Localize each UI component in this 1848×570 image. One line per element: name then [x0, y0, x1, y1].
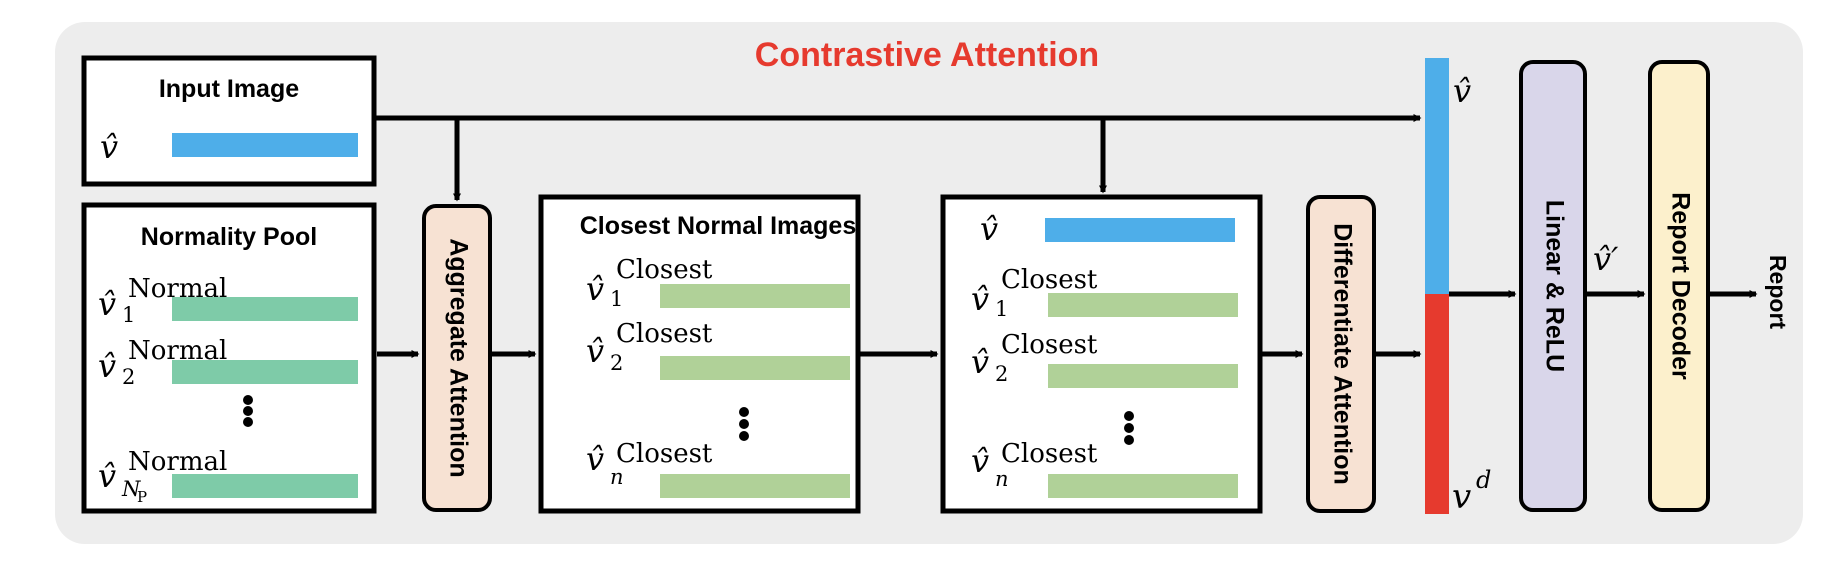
combined-sup-1: Closest [1001, 265, 1098, 295]
combined-features-box: v̂ v̂ Closest 1 v̂ Closest 2 v̂ Closest … [940, 194, 1263, 514]
report-decoder-block: Report Decoder [1648, 60, 1710, 512]
combined-top-var: v̂ [980, 210, 998, 248]
normal-row-2: v̂ Normal 2 [98, 336, 358, 389]
normality-pool-box: Normality Pool v̂ Normal 1 v̂ Normal 2 v… [81, 202, 377, 514]
closest-sup-1: Closest [616, 255, 713, 285]
closest-sub-2: 2 [610, 351, 623, 375]
report-output-label: Report [1765, 255, 1791, 329]
normal-sup-np: Normal [128, 447, 227, 477]
combined-bar-n [1048, 474, 1238, 498]
closest-bar-1 [660, 284, 850, 308]
combined-var-2: v̂ [971, 343, 989, 381]
closest-ellipsis [739, 407, 749, 441]
combined-sub-1: 1 [995, 297, 1008, 321]
closest-normal-label: Closest Normal Images [580, 212, 857, 240]
closest-bar-2 [660, 356, 850, 380]
linear-relu-block: Linear & ReLU [1519, 60, 1587, 512]
combined-row-1: v̂ Closest 1 [971, 265, 1238, 321]
aggregate-attention-block: Aggregate Attention [422, 204, 492, 512]
input-image-label: Input Image [159, 75, 299, 103]
concat-top-label: v̂ [1453, 72, 1471, 110]
closest-var-1: v̂ [586, 270, 604, 308]
normal-bar-1 [172, 297, 358, 321]
combined-sub-n: n [995, 467, 1009, 491]
normal-var-1: v̂ [98, 285, 116, 323]
normality-pool-label: Normality Pool [141, 223, 317, 251]
concatenated-feature: v̂ v d [1425, 58, 1491, 517]
concat-blue-segment [1425, 58, 1449, 294]
input-image-box: Input Image v̂ [81, 55, 377, 187]
linear-relu-label: Linear & ReLU [1540, 200, 1568, 372]
closest-bar-n [660, 474, 850, 498]
combined-row-n: v̂ Closest n [971, 439, 1238, 498]
combined-row-2: v̂ Closest 2 [971, 330, 1238, 388]
combined-sup-2: Closest [1001, 330, 1098, 360]
closest-sub-1: 1 [610, 287, 623, 311]
combined-var-1: v̂ [971, 280, 989, 318]
v-prime-label: v̂′ [1593, 240, 1619, 278]
normal-row-1: v̂ Normal 1 [98, 274, 358, 327]
normal-sub-1: 1 [122, 303, 135, 327]
normal-subsub-np: P [137, 488, 147, 506]
differentiate-attention-label: Differentiate Attention [1328, 223, 1356, 485]
closest-sup-2: Closest [616, 319, 713, 349]
normal-bar-np [172, 474, 358, 498]
combined-ellipsis [1124, 411, 1134, 445]
concat-bottom-label: v [1452, 477, 1471, 517]
normal-var-np: v̂ [98, 457, 116, 495]
closest-var-2: v̂ [586, 332, 604, 370]
closest-row-1: v̂ Closest 1 [586, 255, 850, 311]
combined-bar-1 [1048, 293, 1238, 317]
closest-normal-images-box: Closest Normal Images v̂ Closest 1 v̂ Cl… [538, 194, 861, 514]
normal-var-2: v̂ [98, 347, 116, 385]
combined-sup-n: Closest [1001, 439, 1098, 469]
combined-var-n: v̂ [971, 442, 989, 480]
normal-sub-np: N [121, 477, 141, 501]
diagram-title: Contrastive Attention [755, 36, 1099, 74]
normal-bar-2 [172, 360, 358, 384]
input-image-var: v̂ [100, 128, 118, 166]
aggregate-attention-label: Aggregate Attention [444, 238, 472, 477]
closest-sup-n: Closest [616, 439, 713, 469]
closest-var-n: v̂ [586, 440, 604, 478]
closest-row-n: v̂ Closest n [586, 439, 850, 498]
combined-bar-2 [1048, 364, 1238, 388]
closest-sub-n: n [610, 465, 624, 489]
combined-top-row: v̂ [980, 210, 1235, 248]
input-feature-bar [172, 133, 358, 157]
concat-red-segment [1425, 294, 1449, 514]
normal-ellipsis [243, 395, 253, 427]
concat-bottom-sup: d [1476, 466, 1491, 494]
closest-row-2: v̂ Closest 2 [586, 319, 850, 380]
combined-sub-2: 2 [995, 362, 1008, 386]
normal-row-np: v̂ Normal N P [98, 447, 358, 506]
combined-input-bar [1045, 218, 1235, 242]
normal-sub-2: 2 [122, 365, 135, 389]
arrows [374, 114, 1758, 358]
differentiate-attention-block: Differentiate Attention [1306, 195, 1376, 513]
report-decoder-label: Report Decoder [1666, 192, 1694, 380]
